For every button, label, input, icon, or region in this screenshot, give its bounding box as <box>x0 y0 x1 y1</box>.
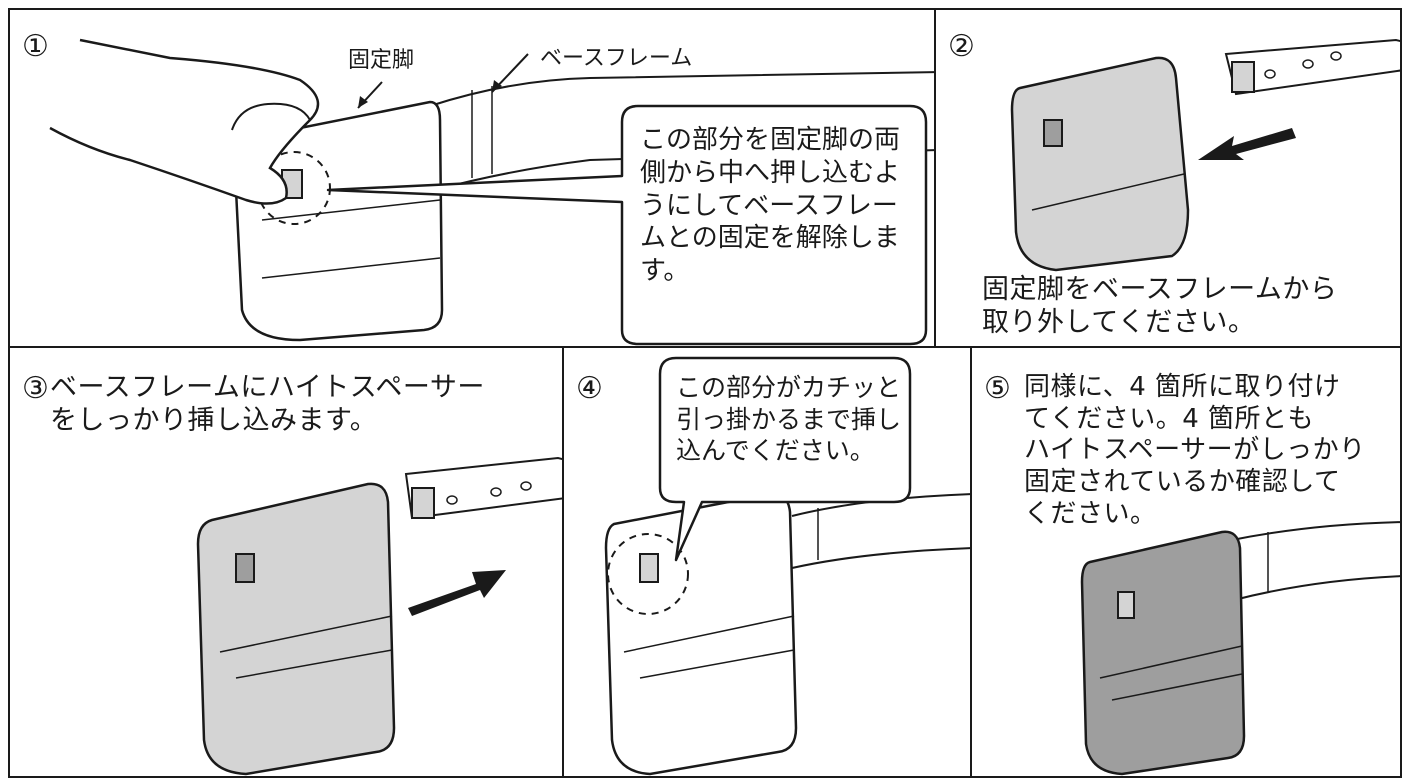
step-number: ④ <box>576 371 603 406</box>
highlight-circle <box>257 151 331 225</box>
step-3-panel: ③ ベースフレームにハイトスペーサー をしっかり挿し込みます。 <box>8 346 564 778</box>
step-4-illustration <box>604 356 970 776</box>
step-3-illustration <box>196 456 562 776</box>
callout-text: この部分を固定脚の両 側から中へ押し込むよ うにしてベースフレー ムとの固定を解… <box>640 125 901 286</box>
step-4-panel: ④ この部分がカチッと 引っ掛かるまで挿し 込んでください。 <box>562 346 972 778</box>
step-2-illustration <box>1010 38 1400 272</box>
fixed-leg-shape <box>1010 56 1190 272</box>
hand-icon <box>49 38 320 205</box>
step-caption: 固定脚をベースフレームから 取り外してください。 <box>982 274 1338 338</box>
highlight-circle <box>607 533 689 615</box>
callout-bubble <box>658 356 912 562</box>
base-frame-label: ベースフレーム <box>540 46 693 71</box>
step-number: ① <box>22 29 49 64</box>
right-arrow-icon <box>408 570 506 616</box>
step-1-illustration <box>49 38 934 346</box>
step-number: ② <box>948 29 975 64</box>
step-2-panel: ② 固定脚をベースフレームから 取り外してください。 <box>934 8 1402 348</box>
step-caption: ベースフレームにハイトスペーサー をしっかり挿し込みます。 <box>50 372 485 436</box>
step-5-illustration <box>1080 521 1400 776</box>
fixed-leg-label: 固定脚 <box>348 48 415 73</box>
step-number: ⑤ <box>984 371 1011 406</box>
step-5-panel: ⑤ 同様に、4 箇所に取り付け てください。4 箇所とも ハイトスペーサーがしっ… <box>970 346 1402 778</box>
callout-text: この部分がカチッと 引っ掛かるまで挿し 込んでください。 <box>676 373 902 465</box>
callout-bubble <box>326 104 928 346</box>
height-spacer-shape <box>196 482 396 776</box>
height-spacer-shape <box>1080 530 1246 776</box>
left-arrow-icon <box>1198 128 1296 160</box>
step-1-panel: ① 固定脚 ベースフレーム この部分を固定脚の両 側から中へ押し込むよ うにして… <box>8 8 936 348</box>
step-number: ③ <box>22 371 49 406</box>
step-caption: 同様に、4 箇所に取り付け てください。4 箇所とも ハイトスペーサーがしっかり… <box>1024 372 1366 529</box>
